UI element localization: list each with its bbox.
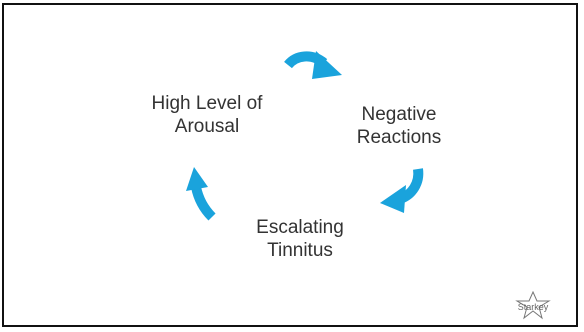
curved-arrow-icon-right [380, 168, 424, 213]
starkey-logo: Starkey [515, 291, 551, 320]
node-high-level-of-arousal: High Level of Arousal [132, 92, 282, 138]
curved-arrow-icon-top [284, 51, 342, 79]
node-line: Negative [361, 104, 437, 125]
slide: High Level of Arousal Negative Reactions… [2, 3, 578, 327]
node-line: Reactions [356, 127, 442, 148]
arrow-head [186, 167, 208, 191]
node-line: High Level of [151, 93, 263, 114]
node-escalating-tinnitus: Escalating Tinnitus [240, 216, 360, 262]
curved-arrow-icon-left [186, 167, 216, 221]
node-line: Arousal [174, 116, 240, 137]
node-negative-reactions: Negative Reactions [334, 103, 464, 149]
arrow-head [312, 51, 342, 79]
star-icon [515, 291, 551, 320]
arrow-shaft [191, 185, 216, 221]
node-line: Tinnitus [267, 240, 333, 261]
node-line: Escalating [256, 217, 344, 238]
logo-text: Starkey [518, 302, 549, 312]
arrow-head [380, 185, 406, 213]
